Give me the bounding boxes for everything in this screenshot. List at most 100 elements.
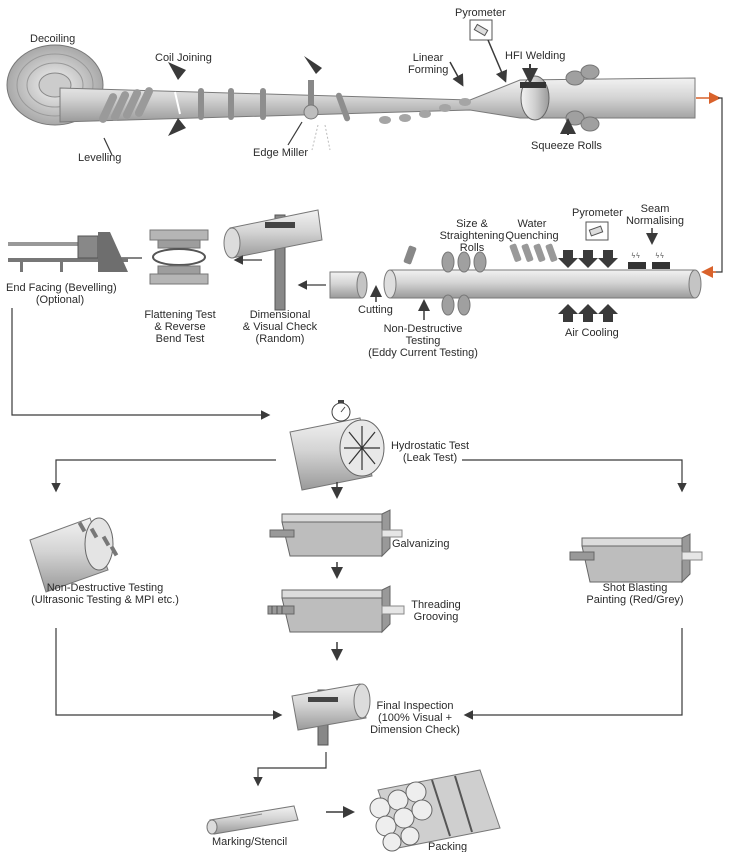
label-squeeze-rolls: Squeeze Rolls	[531, 140, 602, 152]
shot-blasting-machine	[569, 533, 703, 584]
label-water-line2: Quenching	[505, 230, 559, 242]
linear-forming-rolls	[379, 98, 471, 124]
label-packing: Packing	[428, 841, 468, 852]
label-threading: Threading Grooving	[406, 599, 466, 623]
pipe-bundle	[369, 769, 501, 852]
label-dimensional-line2: & Visual Check	[242, 321, 318, 333]
linear-forming-pointer	[449, 61, 464, 87]
label-pyrometer-top: Pyrometer	[455, 7, 506, 19]
label-dimensional: Dimensional & Visual Check (Random)	[236, 309, 324, 345]
pressure-gauge-icon	[331, 400, 351, 422]
edge-miller	[303, 56, 331, 151]
svg-text:ϟϟ: ϟϟ	[631, 252, 640, 260]
galvanizing-bath	[269, 509, 403, 558]
label-final-line1: Final Inspection	[376, 700, 454, 712]
label-shot-blasting: Shot Blasting Painting (Red/Grey)	[580, 582, 690, 606]
label-shot-line1: Shot Blasting	[602, 582, 668, 594]
label-ndt-eddy: Non-Destructive Testing (Eddy Current Te…	[368, 323, 478, 359]
svg-text:ϟϟ: ϟϟ	[655, 252, 664, 260]
label-coil-joining: Coil Joining	[155, 52, 212, 64]
label-ndt-eddy-line3: (Eddy Current Testing)	[368, 347, 478, 359]
label-pyrometer-mid: Pyrometer	[572, 207, 623, 219]
label-end-facing-line2: (Optional)	[35, 294, 85, 306]
label-water-line1: Water	[517, 218, 547, 230]
label-linear-forming-line2: Forming	[408, 64, 449, 76]
label-hydrostatic-line1: Hydrostatic Test	[390, 440, 470, 452]
seam-normalising-coils: ϟϟ ϟϟ	[628, 228, 670, 269]
label-final-line3: Dimension Check)	[370, 724, 460, 736]
coil-joining-arrows	[168, 62, 186, 136]
label-flattening-line2: & Reverse	[154, 321, 206, 333]
label-ndt-ultra-line2: (Ultrasonic Testing & MPI etc.)	[31, 594, 179, 606]
water-quench-nozzles	[509, 243, 558, 262]
eddy-probe	[403, 245, 417, 265]
squeeze-rolls	[560, 64, 600, 135]
label-edge-miller: Edge Miller	[253, 147, 309, 159]
label-flattening: Flattening Test & Reverse Bend Test	[140, 309, 220, 345]
shot-to-final-line	[463, 628, 683, 720]
label-size-straightening: Size & Straightening Rolls	[432, 218, 512, 254]
ndt-ultra-pipe	[29, 517, 119, 593]
label-shot-line2: Painting (Red/Grey)	[586, 594, 684, 606]
levelling-rollers	[98, 87, 154, 123]
hfi-welder	[520, 64, 550, 121]
label-air-cooling: Air Cooling	[565, 327, 619, 339]
label-flattening-line3: Bend Test	[155, 333, 205, 345]
label-end-facing: End Facing (Bevelling) (Optional)	[6, 282, 117, 306]
label-ndt-eddy-line2: Testing	[405, 335, 441, 347]
label-size-line1: Size &	[456, 218, 488, 230]
to-shot-blasting-line	[462, 459, 687, 493]
label-decoiling: Decoiling	[30, 33, 76, 45]
pyrometer-mid-icon	[585, 221, 609, 241]
air-cooling-arrows	[558, 304, 618, 322]
label-water-quenching: Water Quenching	[502, 218, 562, 242]
marked-pipe	[206, 805, 299, 835]
label-hydrostatic-line2: (Leak Test)	[402, 452, 458, 464]
label-seam-normalising: Seam Normalising	[620, 203, 690, 227]
ndt-to-final-line	[55, 628, 283, 720]
label-size-line2: Straightening	[439, 230, 505, 242]
levelling-pointer	[103, 137, 113, 156]
label-galvanizing: Galvanizing	[392, 538, 450, 550]
label-size-line3: Rolls	[459, 242, 485, 254]
steel-strip	[59, 77, 696, 123]
cut-pipe-piece	[329, 271, 368, 299]
label-final-line2: (100% Visual +	[377, 712, 453, 724]
pyrometer-top-icon	[469, 19, 508, 83]
label-linear-forming-line1: Linear	[412, 52, 444, 64]
flattening-test-device	[149, 229, 209, 285]
label-threading-line1: Threading	[411, 599, 461, 611]
label-ndt-eddy-line1: Non-Destructive	[383, 323, 463, 335]
forming-rings	[198, 88, 351, 122]
label-ndt-ultra: Non-Destructive Testing (Ultrasonic Test…	[20, 582, 190, 606]
label-linear-forming: Linear Forming	[408, 52, 448, 76]
final-inspection-device	[291, 683, 371, 746]
row-connector-right	[712, 97, 723, 273]
hydrostatic-test-pipe	[289, 417, 385, 491]
label-dimensional-line3: (Random)	[255, 333, 305, 345]
label-end-facing-line1: End Facing (Bevelling)	[6, 282, 117, 294]
cooling-arrows-top	[558, 250, 618, 268]
edge-miller-pointer	[287, 121, 303, 146]
label-ndt-ultra-line1: Non-Destructive Testing	[46, 582, 164, 594]
label-cutting: Cutting	[358, 304, 393, 316]
label-hydrostatic: Hydrostatic Test (Leak Test)	[385, 440, 475, 464]
label-levelling: Levelling	[78, 152, 122, 164]
threading-machine	[267, 585, 405, 634]
label-flattening-line1: Flattening Test	[144, 309, 216, 321]
dimensional-check-device	[223, 209, 323, 311]
label-marking: Marking/Stencil	[212, 836, 288, 848]
label-final-inspection: Final Inspection (100% Visual + Dimensio…	[365, 700, 465, 736]
label-hfi-welding: HFI Welding	[505, 50, 566, 62]
label-threading-line2: Grooving	[413, 611, 459, 623]
to-ndt-ultra-line	[51, 459, 276, 493]
straightening-rolls	[441, 251, 487, 316]
label-seam-line1: Seam	[640, 203, 670, 215]
label-seam-line2: Normalising	[625, 215, 685, 227]
end-facing-machine	[8, 232, 128, 272]
to-marking-line	[253, 752, 327, 787]
to-hydrostatic-line	[11, 308, 271, 420]
pipe-row2	[383, 269, 702, 299]
